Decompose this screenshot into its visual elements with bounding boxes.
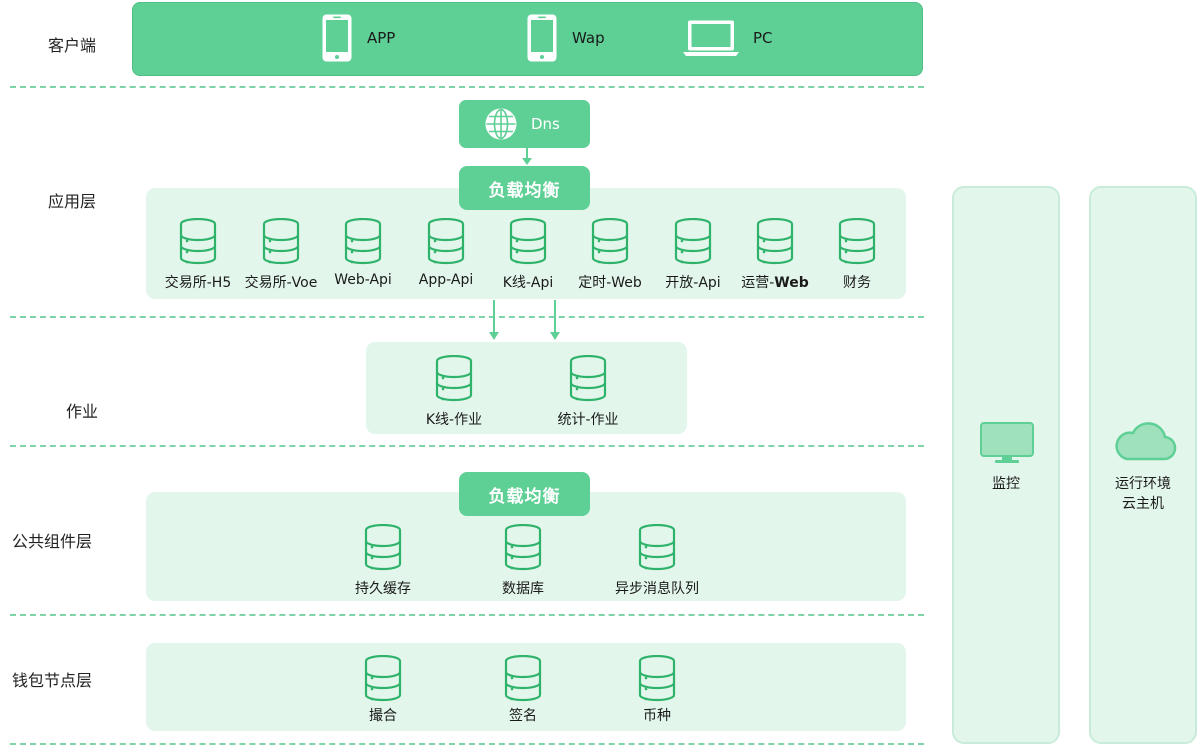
layer-divider	[10, 316, 924, 318]
environment-column: 运行环境 云主机	[1089, 186, 1197, 744]
wallet-node: 币种	[607, 655, 707, 725]
job-label: 统计-作业	[557, 412, 619, 428]
monitor-icon	[980, 422, 1034, 463]
service-label: App-Api	[418, 272, 474, 288]
service-node: 财务	[807, 218, 907, 292]
job-node: K线-作业	[404, 355, 504, 429]
service-label: K线-Api	[502, 275, 554, 291]
wallet-label: 签名	[509, 708, 537, 724]
component-label: 数据库	[502, 581, 544, 597]
wallet-label: 币种	[643, 708, 671, 724]
database-server-icon	[509, 218, 547, 265]
layer-label-client: 客户端	[48, 36, 97, 55]
database-server-icon	[638, 524, 676, 571]
component-label: 持久缓存	[355, 581, 411, 597]
client-bar: APP Wap PC	[132, 2, 923, 76]
service-node: 定时-Web	[560, 218, 660, 292]
component-node: 数据库	[473, 524, 573, 598]
component-label: 异步消息队列	[615, 581, 699, 597]
layer-label-wallet: 钱包节点层	[12, 671, 93, 690]
database-server-icon	[591, 218, 629, 265]
database-server-icon	[427, 218, 465, 265]
service-label: Web-Api	[334, 272, 392, 288]
component-node: 异步消息队列	[607, 524, 707, 598]
service-node: 运营-Web	[725, 218, 825, 292]
client-wap: Wap	[526, 13, 605, 63]
layer-divider	[10, 614, 924, 616]
monitor-column: 监控	[952, 186, 1060, 744]
job-node: 统计-作业	[538, 355, 638, 429]
environment-label-line2: 云主机	[1122, 496, 1164, 512]
service-label: 交易所-H5	[164, 275, 232, 291]
wallet-node: 撮合	[333, 655, 433, 725]
globe-icon	[485, 108, 517, 140]
client-pc-label: PC	[753, 29, 773, 47]
service-label: 定时-Web	[578, 275, 642, 291]
component-node: 持久缓存	[333, 524, 433, 598]
dns-label: Dns	[531, 115, 560, 133]
job-layer-panel	[366, 342, 687, 434]
service-node: 交易所-H5	[148, 218, 248, 292]
arrow-down-icon	[522, 147, 532, 165]
database-server-icon	[674, 218, 712, 265]
database-server-icon	[344, 218, 382, 265]
environment-label-line1: 运行环境	[1115, 476, 1171, 492]
layer-divider	[10, 743, 924, 745]
service-node: App-Api	[396, 218, 496, 288]
service-node: Web-Api	[313, 218, 413, 288]
arrow-down-icon	[489, 300, 499, 340]
service-node: 交易所-Voe	[231, 218, 331, 292]
mobile-phone-icon	[322, 14, 352, 62]
database-server-icon	[179, 218, 217, 265]
service-node: K线-Api	[478, 218, 578, 292]
client-pc: PC	[683, 19, 773, 57]
service-node: 开放-Api	[643, 218, 743, 292]
monitor-label: 监控	[992, 476, 1020, 492]
database-server-icon	[262, 218, 300, 265]
layer-divider	[10, 86, 924, 88]
layer-label-app: 应用层	[48, 192, 97, 211]
load-balancer-common: 负载均衡	[459, 472, 590, 516]
wallet-node: 签名	[473, 655, 573, 725]
database-server-icon	[638, 655, 676, 702]
database-server-icon	[364, 524, 402, 571]
cloud-icon	[1115, 422, 1177, 461]
arrow-down-icon	[550, 300, 560, 340]
database-server-icon	[838, 218, 876, 265]
laptop-icon	[683, 20, 739, 56]
service-label: 财务	[843, 275, 871, 291]
layer-divider	[10, 445, 924, 447]
wallet-label: 撮合	[369, 708, 397, 724]
service-label: 交易所-Voe	[244, 275, 318, 291]
database-server-icon	[504, 524, 542, 571]
database-server-icon	[504, 655, 542, 702]
database-server-icon	[364, 655, 402, 702]
layer-label-common: 公共组件层	[12, 532, 93, 551]
client-app: APP	[321, 13, 395, 63]
database-server-icon	[756, 218, 794, 265]
service-label-bold: Web	[774, 275, 809, 291]
service-label-prefix: 运营-	[741, 275, 775, 291]
service-label: 运营-Web	[741, 272, 809, 292]
mobile-phone-icon	[527, 14, 557, 62]
database-server-icon	[569, 355, 607, 402]
service-label: 开放-Api	[665, 275, 721, 291]
client-app-label: APP	[367, 29, 396, 47]
client-wap-label: Wap	[572, 29, 605, 47]
dns-box: Dns	[459, 100, 590, 148]
load-balancer-app: 负载均衡	[459, 166, 590, 210]
layer-label-job: 作业	[66, 402, 99, 421]
job-label: K线-作业	[425, 412, 483, 428]
database-server-icon	[435, 355, 473, 402]
